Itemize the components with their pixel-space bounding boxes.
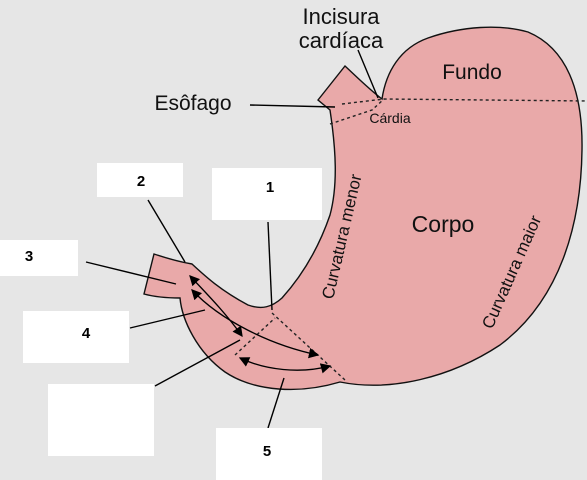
answer-box-4[interactable] — [23, 311, 129, 363]
number-3: 3 — [25, 248, 33, 265]
answer-box-5[interactable] — [216, 428, 322, 480]
stomach-shape — [143, 26, 583, 391]
leader-1 — [267, 221, 273, 311]
leader-2 — [147, 199, 186, 263]
leader-incisura — [357, 49, 379, 99]
number-5: 5 — [263, 443, 271, 460]
number-2: 2 — [137, 173, 145, 190]
answer-box-1[interactable] — [212, 168, 322, 220]
label-corpo: Corpo — [412, 211, 475, 237]
leader-blank — [154, 339, 241, 387]
label-esofago: Esôfago — [154, 92, 231, 115]
label-incisura-line2: cardíaca — [299, 28, 384, 53]
pyloric-antrum-arrow-lower — [238, 357, 332, 374]
answer-box-2[interactable] — [97, 163, 183, 197]
leader-4 — [129, 309, 206, 329]
label-fundo: Fundo — [442, 61, 502, 84]
cardia-divider-lower — [329, 98, 385, 125]
number-1: 1 — [266, 179, 274, 196]
answer-box-3[interactable] — [0, 240, 78, 276]
number-4: 4 — [82, 325, 91, 342]
label-cardia: Cárdia — [369, 110, 410, 126]
answer-box-blank[interactable] — [48, 384, 154, 456]
pyloric-antrum-arrow-upper — [191, 289, 320, 359]
leader-3 — [85, 261, 177, 285]
leader-5 — [267, 377, 285, 429]
leader-esofago — [249, 104, 336, 108]
label-incisura-line1: Incisura — [302, 4, 380, 29]
